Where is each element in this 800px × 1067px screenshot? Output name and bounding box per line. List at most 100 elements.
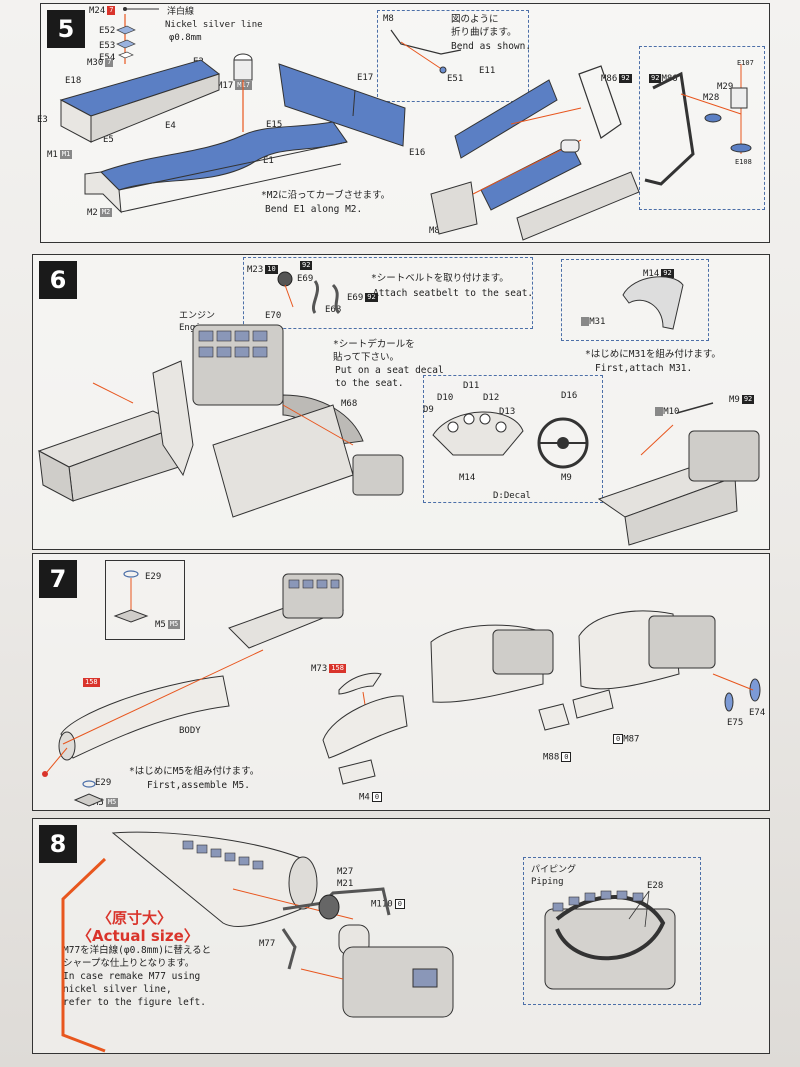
step-7-drawing	[42, 570, 761, 807]
bend-note-jp2: 折り曲げます。	[451, 27, 517, 38]
remake-line-5: refer to the figure left.	[63, 997, 206, 1008]
label-e5: E5	[103, 135, 114, 145]
label-m21: M21	[337, 879, 354, 889]
label-piping-en: Piping	[531, 877, 564, 887]
label-e29: E29	[95, 778, 112, 788]
first-m5-en: First,assemble M5.	[147, 780, 250, 791]
seat-decal-en2: to the seat.	[335, 378, 404, 389]
label-e54: E54	[99, 53, 115, 63]
label-m68: M68	[341, 399, 358, 409]
remake-line-3: In case remake M77 using	[63, 971, 201, 982]
rollbar-detail-box	[639, 46, 765, 210]
step-number: 8	[39, 825, 77, 863]
label-e17: E17	[357, 73, 374, 83]
step-8-panel: 8 〈原寸大〉 〈Actual size〉 M77を洋白線(φ0.8mm)に替え…	[32, 818, 770, 1054]
first-m31-jp: *はじめにM31を組み付けます。	[585, 349, 721, 360]
label-m8-bottom: M8	[429, 226, 440, 236]
label-m28: M28	[703, 93, 720, 103]
label-e28: E28	[647, 881, 664, 891]
label-e51: E51	[447, 74, 464, 84]
seatbelt-note-en: Attach seatbelt to the seat.	[373, 288, 534, 299]
label-e16: E16	[409, 148, 426, 158]
label-92: 92	[300, 261, 313, 270]
label-m9-decal: M9	[561, 473, 572, 483]
label-e107: E107	[737, 59, 754, 67]
step-5-drawing	[59, 7, 752, 241]
actual-size-en: 〈Actual size〉	[77, 927, 199, 945]
label-m10: M10	[653, 407, 679, 417]
label-d16: D16	[561, 391, 578, 401]
label-158: 158	[83, 678, 100, 687]
label-body: BODY	[179, 726, 201, 736]
label-e1: E1	[263, 156, 274, 166]
label-m27: M27	[337, 867, 354, 877]
label-e15: E15	[266, 120, 283, 130]
decal-detail-box	[423, 375, 603, 503]
label-e3: E3	[37, 115, 48, 125]
label-e74: E74	[749, 708, 766, 718]
step-6-drawing	[37, 271, 760, 546]
step-number: 6	[39, 261, 77, 299]
remake-line-2: シャープな仕上りとなります。	[63, 958, 195, 969]
seat-decal-jp2: 貼って下さい。	[333, 352, 400, 363]
seatbelt-note-jp: *シートベルトを取り付けます。	[371, 273, 509, 284]
actual-size-jp: 〈原寸大〉	[97, 909, 173, 927]
label-e69: E69	[297, 274, 314, 284]
label-d10: D10	[437, 393, 454, 403]
m14-detail-box	[561, 259, 709, 341]
label-d9: D9	[423, 405, 434, 415]
label-piping-jp: パイピング	[531, 865, 577, 875]
remake-line-1: M77を洋白線(φ0.8mm)に替えると	[63, 945, 212, 956]
label-m31: M31	[579, 317, 605, 327]
bend-note-en: Bend as shown.	[451, 41, 532, 52]
label-nickel-size: φ0.8mm	[169, 33, 202, 43]
label-e29-top: E29	[145, 572, 162, 582]
step-number: 7	[39, 560, 77, 598]
label-e18: E18	[65, 76, 82, 86]
decal-key: D:Decal	[493, 491, 531, 501]
bend-note-jp: 図のように	[451, 14, 499, 25]
label-e70: E70	[265, 311, 282, 321]
first-m31-en: First,attach M31.	[595, 363, 693, 374]
curve-note-jp: *M2に沿ってカーブさせます。	[261, 190, 391, 201]
remake-line-4: nickel silver line,	[63, 984, 172, 995]
seat-decal-en1: Put on a seat decal	[335, 365, 444, 376]
label-d12: D12	[483, 393, 500, 403]
label-m77: M77	[259, 939, 276, 949]
bend-detail-box	[377, 10, 529, 102]
m5-detail-box	[105, 560, 185, 640]
label-d13: D13	[499, 407, 516, 417]
piping-box	[523, 857, 701, 1005]
label-e53: E53	[99, 41, 116, 51]
label-e52: E52	[99, 26, 116, 36]
curve-note-en: Bend E1 along M2.	[265, 204, 363, 215]
label-engine-jp: エンジン	[179, 311, 216, 321]
first-m5-jp: *はじめにM5を組み付けます。	[129, 766, 260, 777]
label-e4: E4	[165, 121, 176, 131]
label-e108: E108	[735, 158, 752, 166]
seatbelt-box	[243, 257, 533, 329]
label-d11: D11	[463, 381, 480, 391]
label-nickel-jp: 洋白線	[167, 7, 195, 17]
label-e75: E75	[727, 718, 744, 728]
step-number: 5	[47, 10, 85, 48]
label-m8-top: M8	[383, 14, 394, 24]
